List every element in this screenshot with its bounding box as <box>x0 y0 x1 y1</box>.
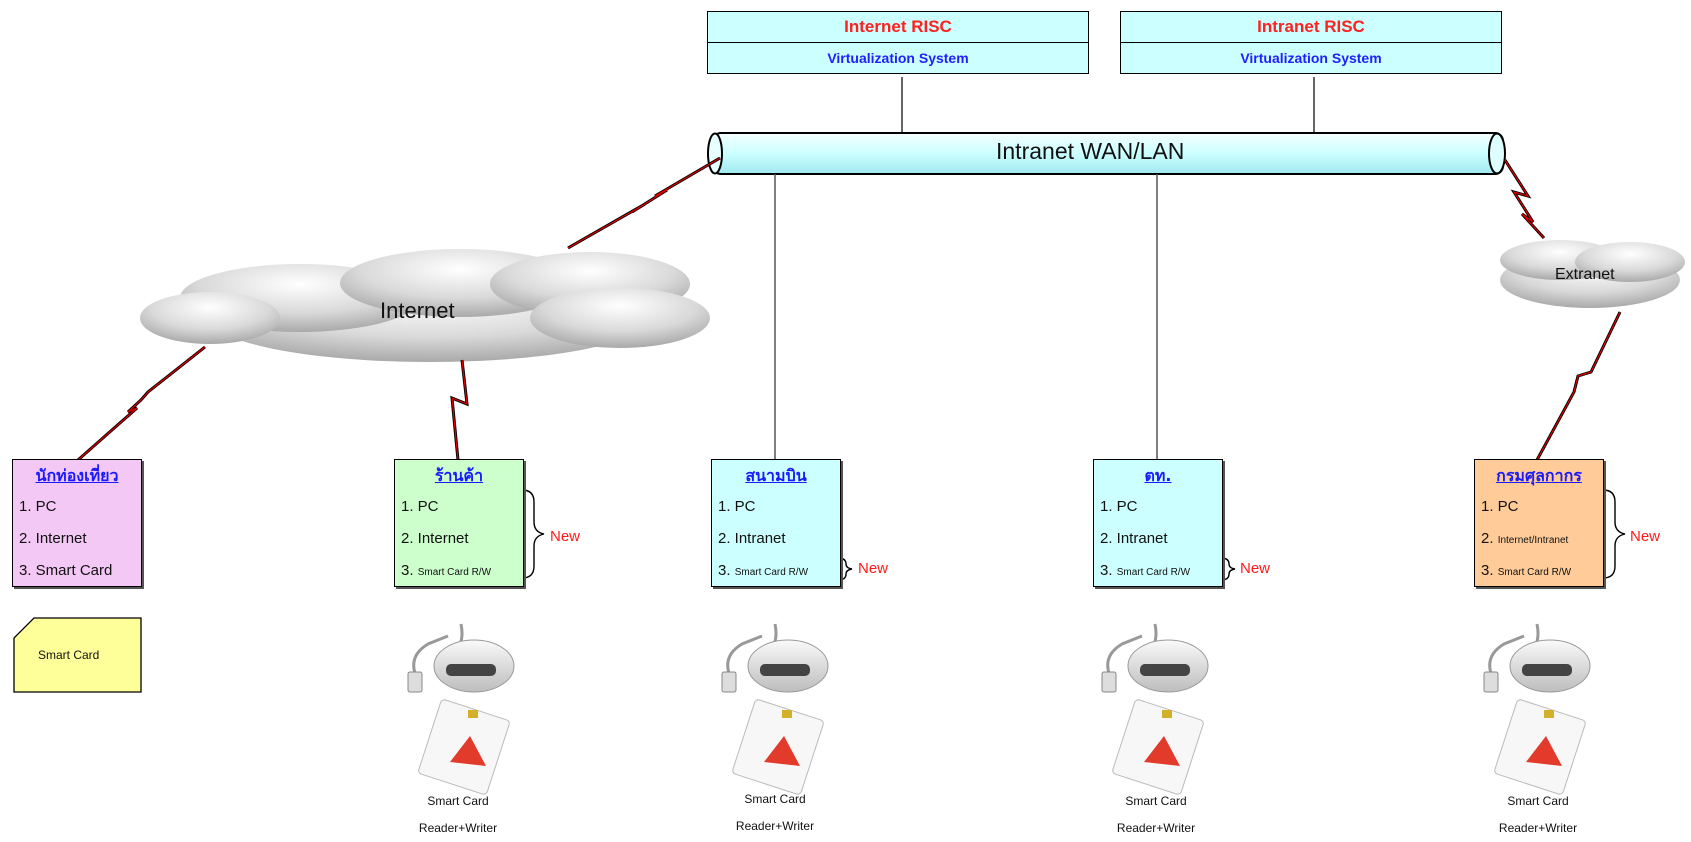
caption-line: Smart Card <box>744 792 806 806</box>
node-title: กรมศุลกากร <box>1496 466 1582 485</box>
extranet-cloud <box>1500 240 1685 308</box>
caption-line: Smart Card <box>427 794 489 808</box>
caption-line: Reader+Writer <box>1498 821 1578 835</box>
item-text: Internet/Intranet <box>1497 535 1569 546</box>
node-item: 2. Internet <box>19 530 87 547</box>
item-number: 2. <box>1481 530 1494 547</box>
node-airport: สนามบิน 1. PC 2. Intranet 3. Smart Card … <box>711 459 841 587</box>
backbone-pipe <box>707 132 1506 175</box>
server-title: Intranet RISC <box>1121 12 1501 43</box>
node-item: 2. Intranet <box>718 530 786 547</box>
brace-customs <box>1602 489 1626 579</box>
internet-backbone-bolt <box>567 157 721 249</box>
node-item: 2. Internet <box>401 530 469 547</box>
item-text: Smart Card R/W <box>734 567 809 578</box>
smart-card-note-label: Smart Card <box>38 648 100 662</box>
reader-caption-airport: Smart Card Reader+Writer <box>705 786 845 840</box>
smart-card-note <box>13 617 142 693</box>
new-label-tat: New <box>1240 560 1271 577</box>
brace-shop <box>521 489 545 579</box>
node-item: 3. Smart Card R/W <box>1100 562 1190 579</box>
caption-line: Smart Card <box>1125 794 1187 808</box>
node-title: ตท. <box>1144 466 1172 485</box>
server-subtitle: Virtualization System <box>827 50 969 66</box>
internet-tourist-bolt <box>77 346 206 461</box>
node-title: ร้านค้า <box>434 466 484 485</box>
reader-caption-customs: Smart Card Reader+Writer <box>1468 788 1608 842</box>
item-number: 3. <box>1481 562 1494 579</box>
server-title: Internet RISC <box>708 12 1088 43</box>
item-number: 3. <box>1100 562 1113 579</box>
node-item: 3. Smart Card R/W <box>401 562 491 579</box>
internet-shop-link <box>450 359 469 461</box>
smart-card-reader-tat <box>1101 623 1209 795</box>
node-tat: ตท. 1. PC 2. Intranet 3. Smart Card R/W <box>1093 459 1223 587</box>
internet-cloud-label: Internet <box>380 298 455 323</box>
item-number: 3. <box>718 562 731 579</box>
internet-shop-bolt <box>451 359 468 461</box>
item-text: Smart Card R/W <box>417 567 492 578</box>
node-shop: ร้านค้า 1. PC 2. Internet 3. Smart Card … <box>394 459 524 587</box>
item-text: Smart Card R/W <box>1116 567 1191 578</box>
node-title: นักท่องเที่ยว <box>35 466 119 485</box>
new-label-airport: New <box>858 560 889 577</box>
internet-risc-server: Internet RISC Virtualization System <box>707 11 1089 74</box>
intranet-risc-server: Intranet RISC Virtualization System <box>1120 11 1502 74</box>
backbone-label: Intranet WAN/LAN <box>996 138 1185 164</box>
reader-caption-tat: Smart Card Reader+Writer <box>1086 788 1226 842</box>
node-item: 1. PC <box>1481 498 1519 515</box>
node-customs: กรมศุลกากร 1. PC 2. Internet/Intranet 3.… <box>1474 459 1604 587</box>
internet-cloud <box>140 249 710 362</box>
backbone-extranet-bolt <box>1504 159 1545 239</box>
new-label-customs: New <box>1630 528 1661 545</box>
backbone-extranet-link <box>1503 159 1546 240</box>
node-item: 1. PC <box>401 498 439 515</box>
smart-card-reader-airport <box>721 623 829 795</box>
smart-card-reader-customs <box>1483 623 1591 795</box>
node-tourist: นักท่องเที่ยว 1. PC 2. Internet 3. Smart… <box>12 459 142 587</box>
reader-caption-shop: Smart Card Reader+Writer <box>388 788 528 842</box>
node-item: 1. PC <box>718 498 756 515</box>
caption-line: Reader+Writer <box>1116 821 1196 835</box>
caption-line: Smart Card <box>1507 794 1569 808</box>
smart-card-reader-shop <box>407 623 515 795</box>
item-text: Smart Card R/W <box>1497 567 1572 578</box>
server-subtitle: Virtualization System <box>1240 50 1382 66</box>
node-item: 1. PC <box>1100 498 1138 515</box>
brace-tat <box>1220 557 1236 581</box>
node-item: 2. Internet/Intranet <box>1481 530 1568 547</box>
new-label-shop: New <box>550 528 581 545</box>
caption-line: Reader+Writer <box>418 821 498 835</box>
caption-line: Reader+Writer <box>735 819 815 833</box>
node-item: 3. Smart Card R/W <box>1481 562 1571 579</box>
brace-airport <box>837 557 853 581</box>
node-item: 3. Smart Card <box>19 562 113 579</box>
extranet-customs-bolt <box>1536 311 1621 461</box>
node-item: 1. PC <box>19 498 57 515</box>
node-item: 3. Smart Card R/W <box>718 562 808 579</box>
extranet-cloud-label: Extranet <box>1555 266 1615 283</box>
node-item: 2. Intranet <box>1100 530 1168 547</box>
node-title: สนามบิน <box>745 466 807 485</box>
item-number: 3. <box>401 562 414 579</box>
